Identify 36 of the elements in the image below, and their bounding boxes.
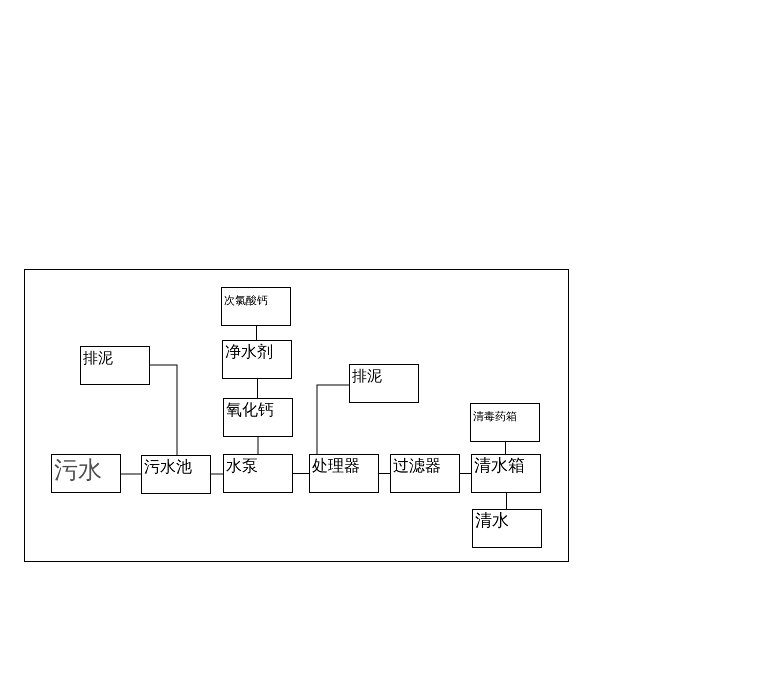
connector-line xyxy=(150,364,178,456)
box-label: 过滤器 xyxy=(393,456,441,476)
process-box xyxy=(472,509,542,548)
box-label: 污水 xyxy=(54,456,102,485)
process-box xyxy=(390,454,460,493)
box-label: 清毒药箱 xyxy=(473,410,517,424)
connector-line xyxy=(460,473,472,474)
box-label: 处理器 xyxy=(312,456,360,476)
process-box xyxy=(141,455,211,494)
process-box xyxy=(223,398,293,437)
connector-line xyxy=(257,378,258,398)
connector-line xyxy=(316,384,350,454)
box-label: 净水剂 xyxy=(225,342,273,362)
process-box xyxy=(221,287,291,326)
connector-line xyxy=(292,473,310,474)
box-label: 次氯酸钙 xyxy=(224,294,268,308)
connector-line xyxy=(256,326,257,340)
box-label: 污水池 xyxy=(144,457,192,476)
process-box xyxy=(51,454,121,493)
process-box xyxy=(223,454,293,493)
box-label: 水泵 xyxy=(226,456,258,476)
process-box xyxy=(80,346,150,385)
box-label: 氧化钙 xyxy=(226,400,274,420)
box-label: 排泥 xyxy=(83,349,113,367)
connector-line xyxy=(506,492,507,510)
box-label: 排泥 xyxy=(352,367,382,385)
process-box xyxy=(470,403,540,442)
frame-box xyxy=(24,269,569,562)
connector-line xyxy=(505,442,506,454)
process-box xyxy=(349,364,419,403)
process-box xyxy=(222,340,292,379)
connector-line xyxy=(378,473,390,474)
box-label: 清水 xyxy=(475,511,509,532)
process-box xyxy=(309,454,379,493)
box-label: 清水箱 xyxy=(474,456,525,476)
process-box xyxy=(471,454,541,493)
